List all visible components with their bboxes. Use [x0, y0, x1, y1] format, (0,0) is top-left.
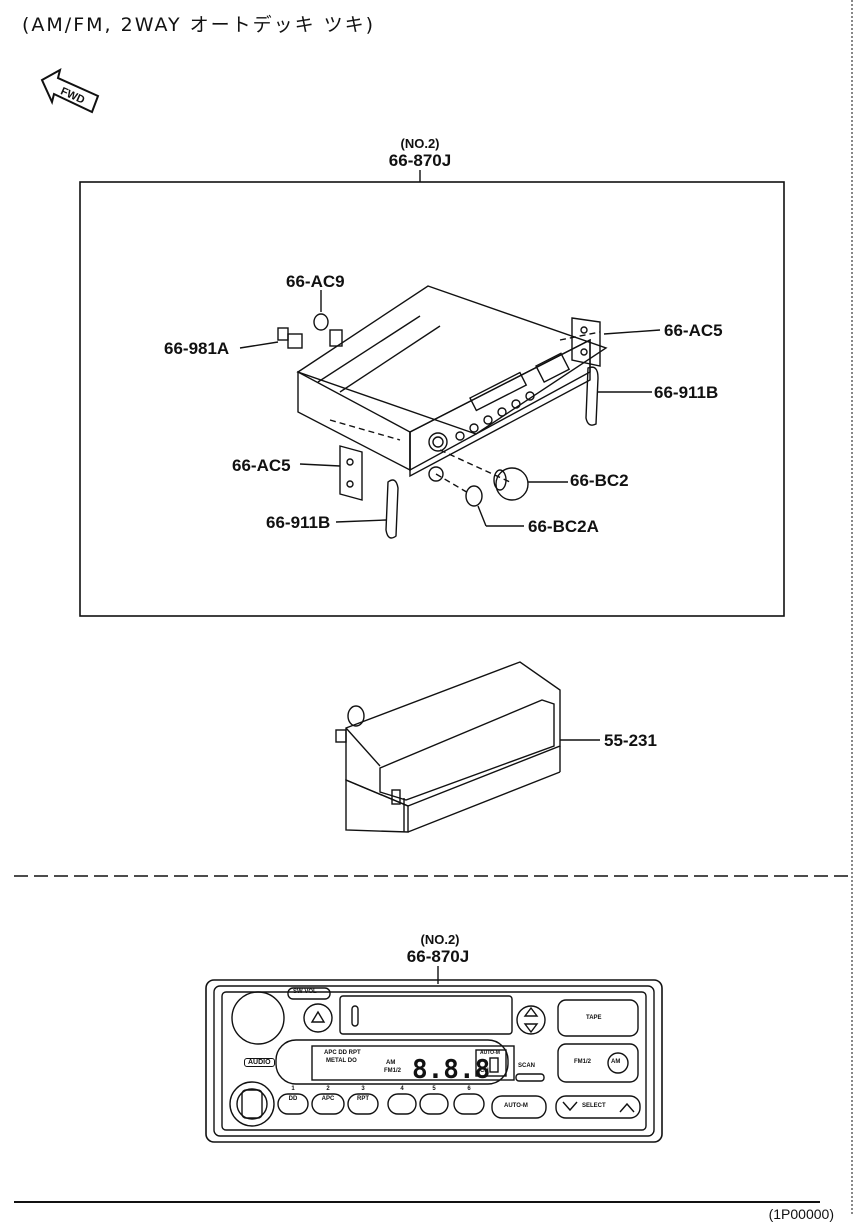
diagram-code: (1P00000) [768, 1206, 834, 1222]
sw-vol-label: SW VOL [293, 989, 317, 995]
select-button[interactable]: SELECT [582, 1103, 606, 1109]
preset-number: 1 [291, 1086, 295, 1092]
svg-text:8.8.8: 8.8.8 [412, 1055, 490, 1085]
callout-66-bc2a: 66-BC2A [528, 517, 599, 536]
fm12-button[interactable]: FM1/2 [574, 1059, 592, 1065]
display-metal-line: METAL DO [326, 1058, 357, 1064]
callout-66-bc2: 66-BC2 [570, 471, 629, 490]
callout-66-ac5-right: 66-AC5 [664, 321, 723, 340]
preset-number: 4 [400, 1086, 404, 1092]
preset-2-button[interactable]: 2 APC [312, 1086, 344, 1114]
callout-66-981a: 66-981A [164, 339, 230, 358]
display-auto-m: AUTO-M [480, 1050, 500, 1056]
auto-m-button[interactable]: AUTO-M [504, 1103, 528, 1109]
preset-number: 2 [326, 1086, 330, 1092]
callout-66-ac9: 66-AC9 [286, 272, 345, 291]
scan-button[interactable]: SCAN [518, 1063, 536, 1069]
callout-55-231: 55-231 [604, 731, 657, 750]
tape-button[interactable]: TAPE [586, 1015, 602, 1021]
front-panel-sub: (NO.2) [420, 932, 460, 947]
display-am-indicator: AM [386, 1060, 396, 1066]
preset-5-button[interactable]: 5 [420, 1086, 448, 1114]
preset-number: 6 [467, 1086, 471, 1092]
preset-3-button[interactable]: 3 RPT [348, 1086, 378, 1114]
preset-sub-label: APC [321, 1096, 335, 1102]
preset-sub-label: RPT [357, 1096, 369, 1102]
preset-sub-label: DD [288, 1096, 298, 1102]
display-apc-line: APC DD RPT [324, 1050, 361, 1056]
diagram-title: (AM/FM, 2WAY オートデッキ ツキ) [22, 14, 376, 36]
am-button[interactable]: AM [611, 1059, 621, 1065]
top-assembly-sub: (NO.2) [400, 136, 440, 151]
callout-66-911b-left: 66-911B [266, 513, 331, 532]
display-ch: CH [480, 1068, 489, 1074]
preset-6-button[interactable]: 6 [454, 1086, 484, 1114]
front-panel-part: 66-870J [406, 947, 470, 966]
preset-number: 3 [361, 1086, 365, 1092]
preset-1-button[interactable]: 1 DD [278, 1086, 308, 1114]
fwd-arrow-icon: FWD [36, 66, 106, 126]
audio-label: AUDIO [244, 1058, 275, 1067]
callout-66-911b-right: 66-911B [654, 383, 719, 402]
preset-4-button[interactable]: 4 [388, 1086, 416, 1114]
callout-66-ac5-left: 66-AC5 [232, 456, 291, 475]
preset-number: 5 [432, 1086, 436, 1092]
top-assembly-part: 66-870J [388, 151, 452, 170]
display-fm-indicator: FM1/2 [384, 1068, 402, 1074]
